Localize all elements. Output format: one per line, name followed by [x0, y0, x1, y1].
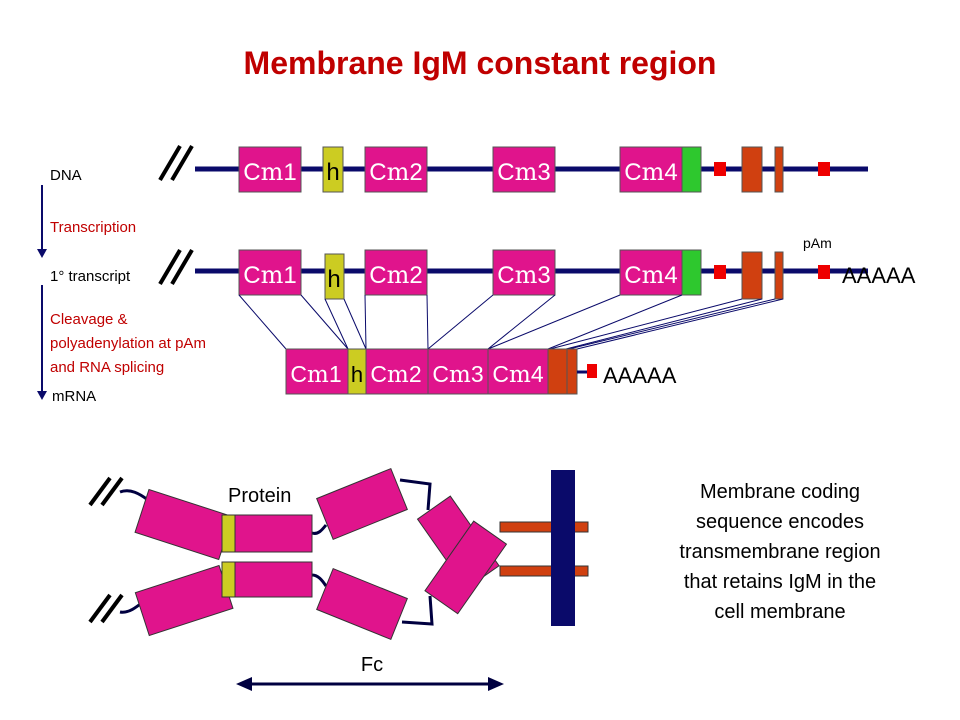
dna-exon-hinge: h	[322, 146, 344, 193]
processing-label: Cleavage & polyadenylation at pAm and RN…	[50, 311, 206, 376]
dna-break-mark-1	[158, 144, 182, 182]
transcript-polya-tail: AAAAA	[842, 263, 916, 288]
processing-arrow-head	[37, 391, 47, 400]
transcript-exon-cmu1: Cm1	[238, 249, 302, 296]
description-text: Membrane coding sequence encodes transme…	[679, 481, 880, 623]
transcription-arrow-head	[37, 249, 47, 258]
svg-text:that retains IgM in the: that retains IgM in the	[684, 571, 876, 593]
protein-structure	[88, 467, 589, 641]
mrna-label: mRNA	[52, 388, 96, 405]
svg-text:polyadenylation at pAm: polyadenylation at pAm	[50, 335, 206, 352]
svg-text:transmembrane region: transmembrane region	[679, 541, 880, 563]
svg-text:Cm3: Cm3	[497, 261, 550, 289]
dna-secreted-tail-exon	[681, 146, 702, 193]
splicing-lines	[238, 294, 784, 350]
transcript-membrane-exon-1	[741, 251, 763, 300]
svg-text:Cm3: Cm3	[432, 361, 483, 388]
svg-text:sequence encodes: sequence encodes	[696, 511, 864, 533]
protein-chain-links	[119, 478, 434, 626]
cell-membrane	[551, 470, 575, 626]
svg-text:h: h	[327, 266, 340, 293]
transcript-membrane-exon-2	[774, 251, 784, 300]
svg-text:Cm1: Cm1	[243, 158, 296, 186]
svg-text:Cleavage &: Cleavage &	[50, 311, 128, 328]
svg-text:h: h	[326, 159, 339, 186]
upper-chain-domain-2	[221, 514, 313, 553]
dna-membrane-exon-2	[774, 146, 784, 193]
dna-exon-cmu3: Cm3	[492, 146, 556, 193]
protein-break-mark-4	[100, 593, 124, 624]
page-title: Membrane IgM constant region	[244, 45, 717, 81]
svg-text:cell membrane: cell membrane	[714, 601, 845, 623]
primary-transcript-label: 1° transcript	[50, 268, 131, 285]
mrna-pam-marker	[587, 364, 597, 378]
svg-text:and RNA splicing: and RNA splicing	[50, 359, 164, 376]
pam-label: pAm	[803, 235, 832, 251]
protein-break-mark-3	[88, 593, 112, 624]
mrna-exon-cmu1: Cm1	[285, 348, 349, 395]
mrna-exon-cmu2: Cm2	[365, 348, 429, 395]
upper-chain-domain-3	[316, 467, 408, 541]
mrna-membrane-exon-2	[566, 348, 578, 395]
svg-text:Cm2: Cm2	[369, 261, 422, 289]
transcript-break-mark-2	[170, 248, 194, 286]
svg-text:Cm1: Cm1	[290, 361, 341, 388]
svg-text:Cm3: Cm3	[497, 158, 550, 186]
dna-exon-cmu2: Cm2	[364, 146, 428, 193]
dna-label: DNA	[50, 167, 82, 184]
transcript-pam-marker	[818, 265, 830, 279]
lower-transmembrane-segment	[499, 565, 589, 577]
mrna-membrane-exon-1	[547, 348, 568, 395]
dna-exon-cmu4: Cm4	[619, 146, 683, 193]
svg-text:Cm4: Cm4	[492, 361, 543, 388]
mrna-polya-tail: AAAAA	[603, 363, 677, 388]
transcript-secreted-tail-exon	[681, 249, 702, 296]
svg-text:Cm4: Cm4	[624, 158, 677, 186]
dna-row: Cm1 h Cm2 Cm3 Cm4	[158, 144, 868, 193]
transcript-exon-cmu4: Cm4	[619, 249, 683, 296]
protein-label: Protein	[228, 485, 291, 507]
fc-double-arrow	[236, 677, 504, 691]
transcript-row: Cm1 h Cm2 Cm3 Cm4	[158, 248, 868, 300]
fc-label: Fc	[361, 654, 383, 676]
transcript-polya-site-marker	[714, 265, 726, 279]
protein-break-mark-1	[88, 476, 112, 507]
mrna-exon-cmu4: Cm4	[487, 348, 549, 395]
svg-text:h: h	[351, 362, 363, 387]
transcript-break-mark-1	[158, 248, 182, 286]
protein-break-mark-2	[100, 476, 124, 507]
transcript-exon-cmu3: Cm3	[492, 249, 556, 296]
dna-membrane-exon-1	[741, 146, 763, 193]
dna-exon-cmu1: Cm1	[238, 146, 302, 193]
dna-polya-site-marker	[714, 162, 726, 176]
transcript-exon-cmu2: Cm2	[364, 249, 428, 296]
mrna-exon-cmu3: Cm3	[427, 348, 489, 395]
svg-text:Cm2: Cm2	[370, 361, 421, 388]
transcript-exon-hinge: h	[324, 253, 345, 300]
svg-text:Membrane coding: Membrane coding	[700, 481, 860, 503]
upper-transmembrane-segment	[499, 521, 589, 533]
upper-chain-domain-1	[134, 488, 234, 561]
lower-chain-domain-1	[134, 564, 234, 637]
transcription-label: Transcription	[50, 219, 136, 236]
mrna-row: Cm1 h Cm2 Cm3 Cm4	[285, 348, 597, 395]
mrna-exon-hinge: h	[347, 348, 367, 395]
dna-pam-marker	[818, 162, 830, 176]
svg-text:Cm1: Cm1	[243, 261, 296, 289]
lower-hinge	[221, 561, 236, 598]
lower-chain-domain-4	[424, 520, 508, 615]
lower-chain-domain-3	[316, 567, 408, 641]
upper-hinge	[221, 514, 236, 553]
svg-text:Cm2: Cm2	[369, 158, 422, 186]
svg-text:Cm4: Cm4	[624, 261, 677, 289]
dna-break-mark-2	[170, 144, 194, 182]
